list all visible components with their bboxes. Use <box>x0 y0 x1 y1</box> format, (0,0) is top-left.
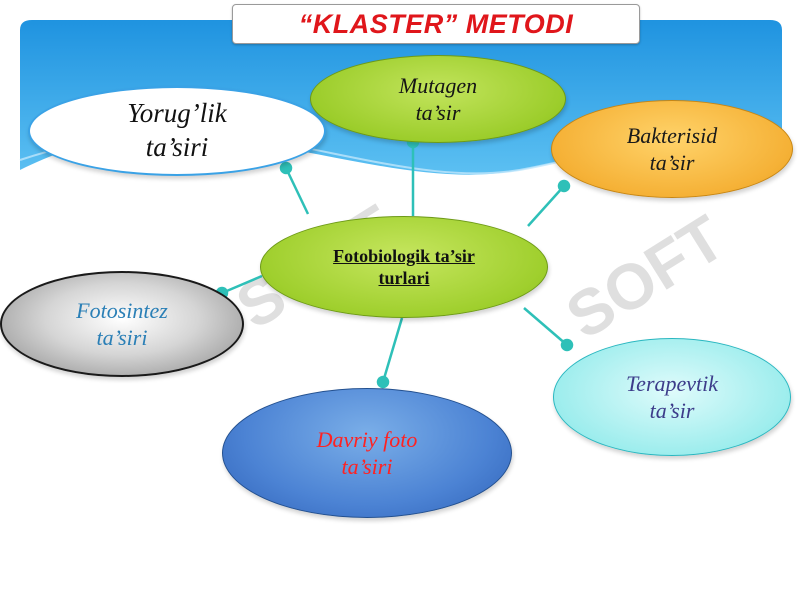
connector-terapevtik <box>523 307 574 352</box>
node-label-line2: ta’sir <box>649 150 695 175</box>
node-label-line2: ta’siri <box>145 132 209 162</box>
node-label-line1: Bakterisid <box>626 122 718 148</box>
node-yorug-lik-tasiri: Yorug’lik ta’siri <box>28 86 326 176</box>
node-label-line2: ta’sir <box>649 398 695 423</box>
node-label-line1: Terapevtik <box>625 370 719 396</box>
node-davriy-foto-tasiri: Davriy foto ta’siri <box>222 388 512 518</box>
node-bakterisid-tasir: Bakterisid ta’sir <box>551 100 793 198</box>
connector-fotosintez <box>215 274 263 300</box>
node-label-line1: Fotosintez <box>76 297 168 323</box>
node-fotosintez-tasiri: Fotosintez ta’siri <box>0 271 244 377</box>
center-label-line1: Fotobiologik ta’sir <box>333 245 475 266</box>
connector-bakterisid <box>527 179 571 227</box>
node-mutagen-tasir: Mutagen ta’sir <box>310 55 566 143</box>
connector-davriy <box>376 317 404 389</box>
node-label-line1: Yorug’lik <box>127 98 227 129</box>
center-label-line2: turlari <box>378 268 430 288</box>
node-label-line1: Davriy foto <box>316 426 418 452</box>
node-center-fotobiologik: Fotobiologik ta’sir turlari <box>260 216 548 318</box>
connector-yorug <box>279 161 310 215</box>
node-terapevtik-tasir: Terapevtik ta’sir <box>553 338 791 456</box>
node-label-line2: ta’siri <box>96 325 148 350</box>
node-label-line2: ta’sir <box>415 100 461 125</box>
title-box: “KLASTER” METODI <box>232 4 640 44</box>
node-label-line2: ta’siri <box>341 454 393 479</box>
node-label-line1: Mutagen <box>398 72 478 98</box>
slide-title: “KLASTER” METODI <box>298 8 574 39</box>
